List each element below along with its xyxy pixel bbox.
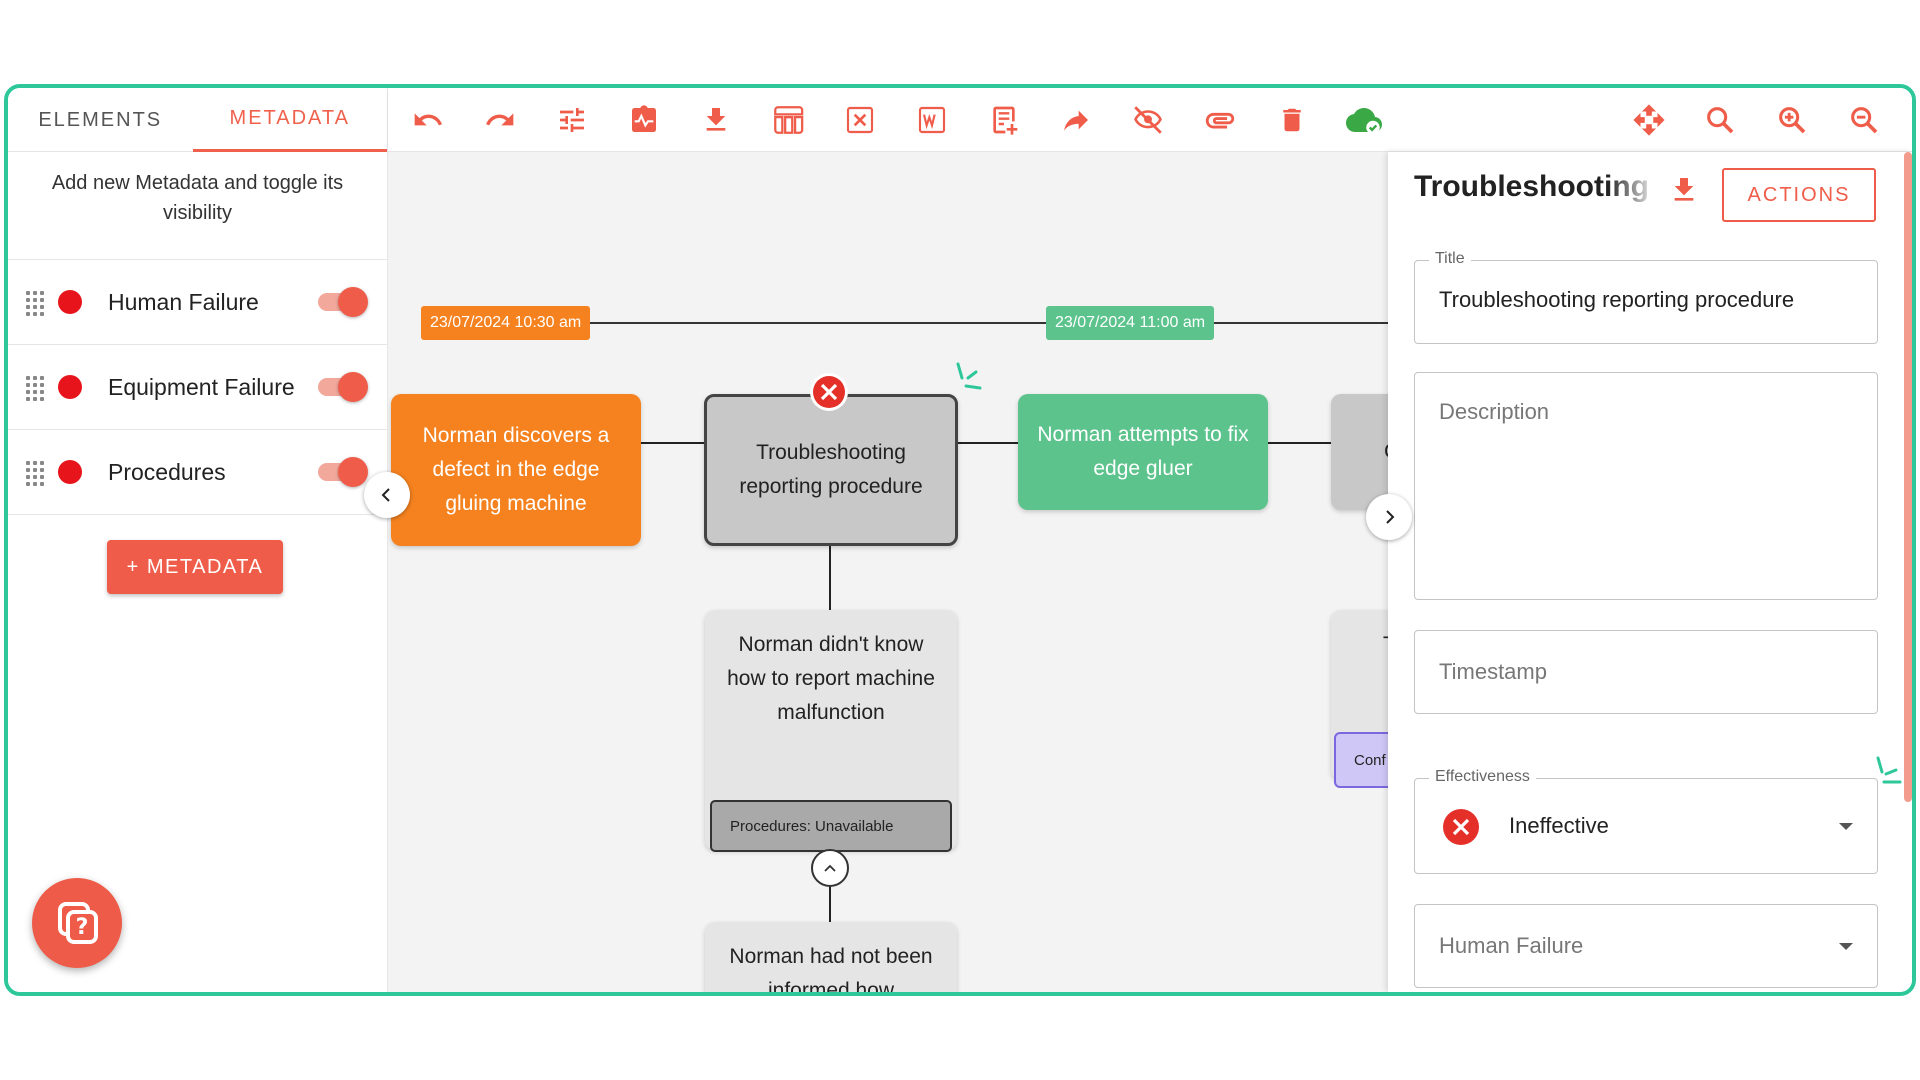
attachment-icon[interactable] (1202, 102, 1238, 138)
title-field[interactable]: Title Troubleshooting reporting procedur… (1414, 250, 1878, 344)
help-icon: ? (58, 902, 98, 944)
human-failure-placeholder: Human Failure (1439, 933, 1584, 958)
error-badge-icon (809, 372, 849, 412)
move-icon[interactable] (1631, 102, 1667, 138)
visibility-toggle[interactable] (314, 455, 368, 489)
dropdown-arrow-icon (1839, 823, 1853, 830)
share-icon[interactable] (1058, 102, 1094, 138)
connector-line (1268, 442, 1388, 444)
metadata-item-procedures: Procedures (8, 430, 387, 515)
metadata-item-human-failure: Human Failure (8, 260, 387, 345)
title-value: Troubleshooting reporting procedure (1439, 287, 1795, 312)
metadata-tag[interactable]: Procedures: Unavailable (710, 800, 952, 852)
cause-card[interactable]: Norman had not been informed how (705, 922, 957, 992)
help-chat-button[interactable]: ? (32, 878, 122, 968)
connector-line (829, 872, 831, 932)
redo-icon[interactable] (482, 102, 518, 138)
metadata-tag[interactable]: Conf (1334, 732, 1388, 788)
field-label: Title (1429, 250, 1471, 268)
undo-icon[interactable] (410, 102, 446, 138)
chevron-right-icon (1386, 510, 1395, 524)
timestamp-placeholder: Timestamp (1439, 659, 1547, 684)
visibility-toggle[interactable] (314, 370, 368, 404)
effectiveness-value: Ineffective (1509, 813, 1609, 838)
zoom-in-icon[interactable] (1774, 102, 1810, 138)
chevron-left-icon (381, 488, 390, 502)
clipboard-pulse-icon[interactable] (626, 102, 662, 138)
delete-icon[interactable] (1274, 102, 1310, 138)
collapse-button[interactable] (811, 849, 849, 887)
eye-off-icon[interactable] (1130, 102, 1166, 138)
metadata-label: Equipment Failure (108, 373, 295, 400)
word-icon[interactable] (914, 102, 950, 138)
download-icon[interactable] (1668, 174, 1700, 206)
panel-scrollbar[interactable] (1904, 152, 1912, 802)
visibility-toggle[interactable] (314, 285, 368, 319)
metadata-color-dot (58, 290, 82, 314)
tab-metadata[interactable]: METADATA (192, 88, 387, 152)
timestamp-badge[interactable]: 23/07/2024 11:00 am (1046, 306, 1215, 340)
description-field[interactable]: Description (1414, 372, 1878, 600)
cause-card-text: Norman didn't know how to report machine… (727, 633, 935, 724)
metadata-panel: ELEMENTS METADATA Add new Metadata and t… (8, 88, 388, 992)
app-frame: ELEMENTS METADATA Add new Metadata and t… (4, 84, 1916, 996)
zoom-out-icon[interactable] (1846, 102, 1882, 138)
sparkle-icon (1872, 756, 1906, 790)
panel-tabs: ELEMENTS METADATA (8, 88, 387, 152)
table-icon[interactable] (770, 102, 806, 138)
human-failure-select[interactable]: Human Failure (1414, 904, 1878, 988)
collapse-right-panel-button[interactable] (1366, 494, 1412, 540)
timestamp-field[interactable]: Timestamp (1414, 630, 1878, 714)
metadata-label: Procedures (108, 458, 226, 485)
collapse-left-panel-button[interactable] (364, 472, 410, 518)
metadata-hint: Add new Metadata and toggle its visibili… (8, 152, 387, 260)
metadata-color-dot (58, 375, 82, 399)
description-placeholder: Description (1439, 399, 1550, 424)
details-panel: Troubleshooting R ACTIONS Title Troubles… (1388, 152, 1912, 992)
chevron-up-icon (824, 864, 836, 872)
tab-elements[interactable]: ELEMENTS (38, 108, 163, 131)
effectiveness-select[interactable]: Effectiveness Ineffective (1414, 768, 1878, 874)
svg-text:?: ? (76, 915, 89, 940)
event-node[interactable]: Norman attempts to fix edge gluer (1018, 394, 1268, 510)
field-label: Effectiveness (1429, 768, 1536, 786)
download-icon[interactable] (698, 102, 734, 138)
search-icon[interactable] (1702, 102, 1738, 138)
event-node-selected[interactable]: Troubleshooting reporting procedure (704, 394, 958, 546)
metadata-label: Human Failure (108, 288, 259, 315)
sparkle-icon (954, 362, 988, 396)
event-node[interactable]: Norman discovers a defect in the edge gl… (391, 394, 641, 546)
cause-card-text: Norman had not been informed how (729, 945, 933, 992)
connector-line (829, 544, 831, 610)
drag-handle-icon[interactable] (26, 376, 44, 401)
dropdown-arrow-icon (1839, 943, 1853, 950)
cloud-check-icon[interactable] (1346, 102, 1382, 138)
toolbar (388, 88, 1912, 152)
timeline-line (588, 322, 1388, 324)
add-metadata-button[interactable]: + METADATA (107, 540, 283, 594)
drag-handle-icon[interactable] (26, 291, 44, 316)
sliders-icon[interactable] (554, 102, 590, 138)
metadata-color-dot (58, 460, 82, 484)
drag-handle-icon[interactable] (26, 461, 44, 486)
diagram-canvas[interactable]: 23/07/2024 10:30 am 23/07/2024 11:00 am … (388, 152, 1388, 992)
ineffective-icon (1441, 807, 1481, 847)
event-node-partial[interactable]: C (1331, 394, 1388, 510)
metadata-item-equipment-failure: Equipment Failure (8, 345, 387, 430)
actions-button[interactable]: ACTIONS (1722, 168, 1876, 222)
add-note-icon[interactable] (986, 102, 1022, 138)
excel-icon[interactable] (842, 102, 878, 138)
timestamp-badge[interactable]: 23/07/2024 10:30 am (421, 306, 591, 340)
